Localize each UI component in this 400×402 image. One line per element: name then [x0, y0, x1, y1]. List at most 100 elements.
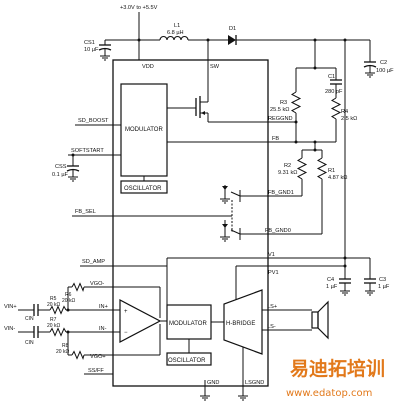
- opamp-minus: −: [124, 330, 128, 336]
- sw-pin: SW: [210, 64, 220, 70]
- c4-ref: C4: [327, 277, 334, 283]
- r1-resistor-icon: [316, 157, 328, 180]
- sd-amp-pin: SD_AMP: [82, 259, 105, 265]
- modulator-bottom-label: MODULATOR: [169, 321, 207, 327]
- cin1-ref: CIN: [25, 316, 34, 322]
- sd-boost-pin: SD_BOOST: [78, 118, 109, 124]
- pv1-pin: PV1: [268, 270, 279, 276]
- l1-ref: L1: [174, 23, 180, 29]
- speaker-cone-icon: [317, 300, 329, 340]
- r7-value: 20 kΩ: [47, 323, 60, 329]
- r1-value: 4.87 kΩ: [328, 175, 347, 181]
- vgo-plus-pin: VGO+: [90, 354, 106, 360]
- r5-resistor-icon: [49, 305, 67, 315]
- r5-ref: R5: [50, 296, 57, 302]
- c1-ref: C1: [328, 74, 335, 80]
- fb-sel-pin: FB_SEL: [75, 209, 96, 215]
- css-ground-icon: [68, 176, 78, 182]
- fb-gnd1-pin: FB_GND1: [268, 190, 294, 196]
- gnd-ground-icon: [200, 395, 210, 401]
- lsgnd-ground-icon: [238, 395, 248, 401]
- c3-ground-icon: [365, 290, 375, 296]
- r6-resistor-icon: [71, 282, 85, 292]
- ss-ff-pin: SS/FF: [88, 368, 104, 374]
- r2-resistor-icon: [296, 157, 308, 180]
- r6-ref: R6: [65, 292, 72, 298]
- c3-value: 1 µF: [378, 284, 390, 290]
- mosfet-arrow-icon: [201, 111, 205, 115]
- switch1-blade-icon: [230, 191, 241, 197]
- css-value: 0.1 µF: [52, 172, 69, 178]
- c2-value: 100 µF: [376, 68, 394, 74]
- hbridge-label: H-BRIDGE: [226, 321, 255, 327]
- opamp-plus: +: [124, 309, 128, 315]
- c4-value: 1 µF: [326, 284, 338, 290]
- r2-value: 9.31 kΩ: [278, 170, 297, 176]
- r4-resistor-icon: [330, 97, 342, 120]
- d1-ref: D1: [229, 26, 236, 32]
- fb-gnd0-pin: FB_GND0: [265, 228, 291, 234]
- in-plus-pin: IN+: [99, 304, 108, 310]
- v1-pin: V1: [268, 252, 275, 258]
- d1-diode-icon: [228, 35, 236, 45]
- cs1-value: 10 µF: [84, 47, 99, 53]
- vgo-minus-pin: VGO-: [90, 281, 104, 287]
- r5-value: 20 kΩ: [47, 302, 60, 308]
- cs1-ground-icon: [100, 55, 110, 61]
- r3-reggnd-node: [294, 120, 298, 124]
- v1-node: [343, 256, 347, 260]
- c3-ref: C3: [379, 277, 386, 283]
- reggnd-pin: REGGND: [268, 116, 293, 122]
- cin2-ref: CIN: [25, 340, 34, 346]
- fb-pin: FB: [272, 136, 279, 142]
- watermark-url: www.edatop.com: [286, 388, 372, 399]
- speaker-body-icon: [311, 311, 319, 329]
- r3-resistor-icon: [290, 91, 302, 114]
- r1-ref: R1: [328, 168, 335, 174]
- r3-ref: R3: [280, 100, 287, 106]
- c2-ground-icon: [365, 72, 375, 78]
- switch-mid-arrow-icon: [222, 224, 228, 228]
- lsgnd-pin: LSGND: [245, 380, 264, 386]
- fb-node-left: [294, 140, 298, 144]
- gnd-pin: GND: [207, 380, 219, 386]
- switch0-ground-icon: [220, 236, 230, 242]
- switch-top-arrow-icon: [222, 186, 228, 190]
- in-minus-pin: IN-: [99, 326, 107, 332]
- vin-minus-label: VIN-: [4, 326, 15, 332]
- switch0-blade-icon: [230, 229, 241, 235]
- hbridge-block: [223, 289, 263, 355]
- cs1-ref: CS1: [84, 40, 95, 46]
- softstart-pin: SOFTSTART: [71, 148, 104, 154]
- fb-node-mid: [313, 140, 317, 144]
- opamp-icon: [119, 299, 162, 343]
- r3-value: 25.5 kΩ: [270, 107, 289, 113]
- c4-ground-icon: [340, 290, 350, 296]
- css-plate-bottom: [66, 168, 80, 172]
- r8-value: 20 kΩ: [56, 349, 69, 355]
- ic-body: [112, 59, 269, 387]
- c2-plate-bottom: [363, 64, 377, 68]
- modulator-top-label: MODULATOR: [125, 127, 163, 133]
- vin-plus-label: VIN+: [4, 304, 17, 310]
- cs1-plate-bottom: [98, 47, 112, 51]
- c1-value: 280 pF: [325, 89, 343, 95]
- switch1-ground-icon: [220, 198, 230, 204]
- oscillator-top-label: OSCILLATOR: [124, 186, 162, 192]
- supply-label: +3.0V to +5.5V: [120, 5, 158, 11]
- vdd-pin: VDD: [142, 64, 154, 70]
- r7-resistor-icon: [49, 327, 67, 337]
- r7-ref: R7: [50, 317, 57, 323]
- watermark-text: 易迪拓培训: [290, 357, 385, 380]
- r2-ref: R2: [284, 163, 291, 169]
- ls-plus-pin: LS+: [267, 304, 277, 310]
- l1-value: 6.8 µH: [167, 30, 184, 36]
- divider-node: [313, 148, 317, 152]
- watermark: 易迪拓培训 www.edatop.com: [286, 357, 385, 399]
- ls-minus-pin: LS-: [267, 324, 276, 330]
- oscillator-bottom-label: OSCILLATOR: [168, 358, 206, 364]
- r6-value: 20 kΩ: [62, 298, 75, 304]
- fb-frame-node: [313, 66, 317, 70]
- css-ref: CSS: [55, 164, 67, 170]
